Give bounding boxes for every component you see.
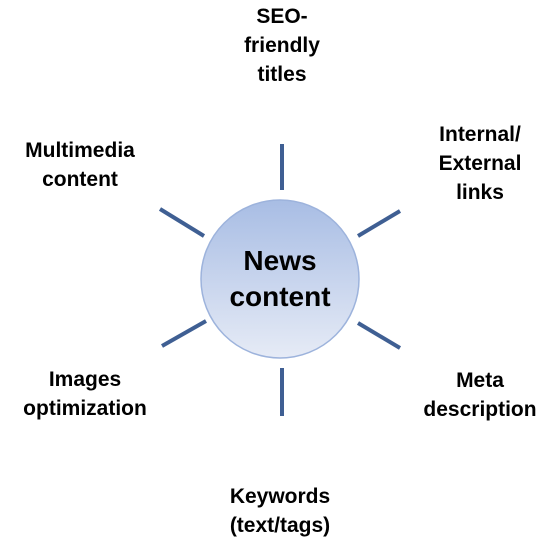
label-line: Images	[48, 368, 122, 391]
spoke-top-right	[356, 209, 402, 238]
label-line: Keywords	[229, 485, 331, 508]
label-multimedia-content: Multimedia content	[5, 136, 155, 194]
spoke-bottom-right	[356, 321, 402, 350]
label-line: optimization	[23, 397, 147, 420]
spoke-bottom-left	[161, 319, 207, 348]
center-label-line-1: News	[243, 245, 317, 276]
label-line: titles	[257, 63, 307, 86]
label-line: Meta	[456, 369, 504, 392]
label-line: friendly	[244, 34, 320, 57]
label-line: Internal/	[439, 123, 521, 146]
center-label: News content	[200, 243, 360, 315]
label-line: External	[438, 152, 522, 175]
label-meta-description: Meta description	[410, 366, 550, 424]
label-line: Multimedia	[25, 139, 135, 162]
label-keywords: Keywords (text/tags)	[205, 482, 355, 540]
label-seo-friendly-titles: SEO- friendly titles	[232, 2, 332, 89]
center-label-line-2: content	[229, 281, 331, 312]
label-line: (text/tags)	[229, 514, 331, 537]
label-line: links	[456, 181, 504, 204]
label-line: description	[423, 398, 537, 421]
label-line: content	[42, 168, 118, 191]
label-internal-external-links: Internal/ External links	[420, 120, 540, 207]
spoke-top-left	[158, 207, 206, 238]
center-circle	[200, 199, 360, 359]
label-images-optimization: Images optimization	[5, 365, 165, 423]
label-line: SEO-	[256, 5, 308, 28]
